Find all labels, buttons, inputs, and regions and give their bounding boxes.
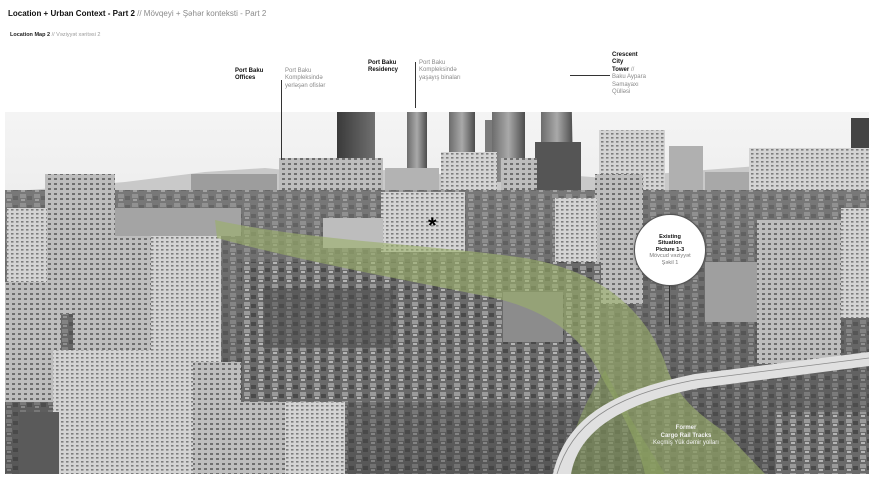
residency-az-1: Port Baku — [419, 60, 446, 66]
leader-line-crescent — [570, 75, 610, 76]
offices-en-1: Port Baku — [235, 68, 264, 74]
crescent-en-3: Tower — [612, 66, 630, 73]
label-former-cargo-rail: Former Cargo Rail Tracks Keçmiş Yük dəmi… — [628, 425, 744, 448]
offices-az-3: yerləşən ofislər — [285, 82, 326, 89]
leader-line-existing — [669, 285, 670, 325]
existing-situation-callout: Existing Situation Picture 1-3 Mövcud və… — [634, 214, 706, 286]
existing-en-3: Picture 1-3 — [655, 246, 685, 253]
crescent-en-2: City — [612, 59, 624, 66]
page-title-en: Location + Urban Context - Part 2 — [8, 9, 135, 18]
existing-en-1: Existing — [659, 233, 681, 240]
label-port-baku-offices-az: Port Baku Kompleksində yerləşən ofislər — [285, 68, 355, 90]
existing-en-2: Situation — [658, 240, 682, 247]
crescent-az-suffix: // — [630, 66, 635, 73]
crescent-az-2: Səmayaxı — [612, 81, 639, 88]
residency-az-3: yaşayış binaları — [419, 74, 461, 81]
label-port-baku-offices: Port Baku Offices — [235, 68, 279, 83]
page-title: Location + Urban Context - Part 2 // Möv… — [8, 9, 266, 19]
page-subtitle-en: Location Map 2 — [10, 32, 51, 38]
page-title-az: // Mövqeyi + Şəhər konteksti - Part 2 — [137, 9, 267, 18]
page-subtitle-az: // Vəziyyət xəritəsi 2 — [51, 32, 101, 38]
label-port-baku-residency-az: Port Baku Kompleksində yaşayış binaları — [419, 60, 489, 82]
rail-en-2: Cargo Rail Tracks — [660, 432, 712, 439]
asterisk-marker: * — [428, 213, 437, 238]
existing-az-1: Mövcud vəziyyət — [649, 253, 691, 260]
offices-en-2: Offices — [235, 75, 256, 82]
leader-line-offices — [281, 80, 282, 160]
rail-az: Keçmiş Yük dəmir yolları — [653, 440, 719, 446]
crescent-en-1: Crescent — [612, 52, 638, 58]
page-subtitle: Location Map 2 // Vəziyyət xəritəsi 2 — [10, 32, 100, 39]
residency-en-2: Residency — [368, 67, 399, 74]
crescent-az-1: Baku Aypara — [612, 74, 646, 81]
existing-az-2: Şəkil 1 — [661, 259, 679, 266]
residency-en-1: Port Baku — [368, 60, 397, 66]
label-port-baku-residency: Port Baku Residency — [368, 60, 414, 75]
offices-az-1: Port Baku — [285, 68, 312, 74]
aerial-city-photo — [5, 112, 869, 474]
crescent-az-3: Qülləsi — [612, 89, 631, 96]
residency-az-2: Kompleksində — [419, 67, 457, 74]
rail-en-1: Former — [675, 425, 697, 431]
label-crescent-city-tower: Crescent City Tower // Baku Aypara Səmay… — [612, 52, 672, 96]
leader-line-residency — [415, 62, 416, 108]
offices-az-2: Kompleksində — [285, 75, 323, 82]
